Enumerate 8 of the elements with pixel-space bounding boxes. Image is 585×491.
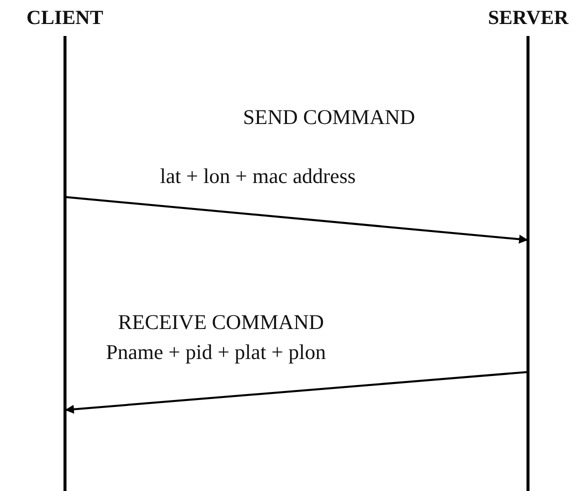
message-title: SEND COMMAND — [243, 105, 416, 129]
message-title: RECEIVE COMMAND — [118, 310, 324, 334]
message-arrow — [64, 371, 528, 414]
participant-label: CLIENT — [26, 6, 104, 30]
message-label: lat + lon + mac address — [160, 164, 356, 188]
participant-label: SERVER — [488, 6, 568, 30]
message-arrow — [64, 196, 528, 244]
message-label: Pname + pid + plat + plon — [106, 340, 326, 364]
